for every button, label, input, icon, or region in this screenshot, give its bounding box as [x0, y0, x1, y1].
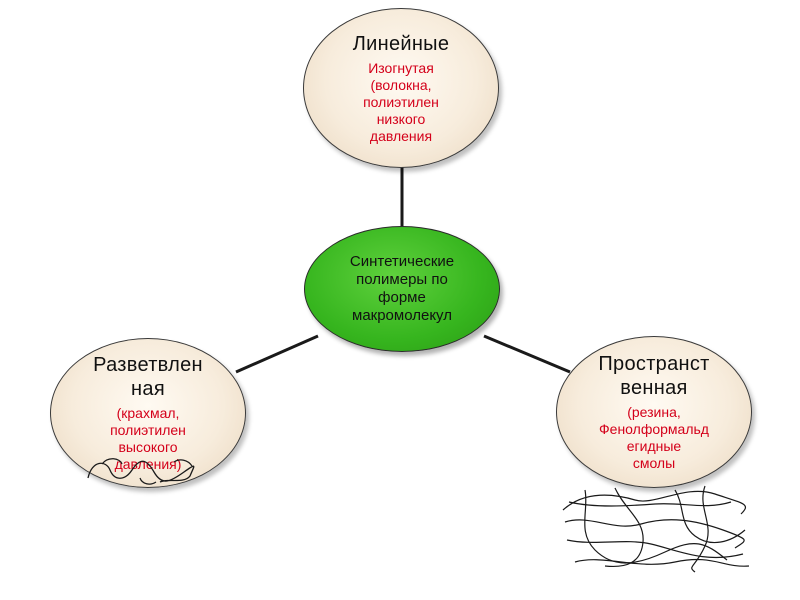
node-spatial-title: Пространст венная — [598, 352, 709, 400]
sub-line: егидные — [626, 438, 682, 454]
node-branched-title: Разветвлен ная — [93, 353, 203, 401]
center-line: макромолекул — [352, 307, 452, 324]
node-spatial-sub: (резина, Фенолформальд егидные смолы — [599, 404, 709, 472]
sub-line: смолы — [632, 455, 676, 471]
sub-line: высокого — [118, 439, 178, 455]
sub-line: Фенолформальд — [599, 421, 709, 437]
node-branched-sub: (крахмал, полиэтилен высокого давления) — [110, 405, 186, 473]
sub-line: полиэтилен — [363, 93, 439, 110]
sub-line: (волокна, — [370, 76, 432, 93]
center-line: полимеры по — [356, 271, 448, 288]
node-center-text: Синтетические полимеры по форме макромол… — [332, 253, 472, 325]
network-polymer-sketch — [562, 485, 750, 573]
center-line: Синтетические — [349, 253, 455, 270]
node-center: Синтетические полимеры по форме макромол… — [304, 226, 500, 352]
connector-left — [235, 334, 319, 374]
title-line: венная — [620, 377, 688, 399]
node-linear: Линейные Изогнутая (волокна, полиэтилен … — [303, 8, 499, 168]
center-line: форме — [378, 289, 426, 306]
sub-line: полиэтилен — [110, 422, 186, 438]
title-line: ная — [131, 378, 165, 400]
sub-line: давления — [369, 127, 433, 144]
sub-line: Изогнутая — [368, 59, 434, 76]
title-line: Пространст — [598, 353, 710, 375]
node-linear-title: Линейные — [353, 32, 450, 56]
node-linear-sub: Изогнутая (волокна, полиэтилен низкого д… — [363, 60, 439, 145]
connector-right — [483, 334, 571, 374]
node-branched: Разветвлен ная (крахмал, полиэтилен высо… — [50, 338, 246, 488]
node-spatial: Пространст венная (резина, Фенолформальд… — [556, 336, 752, 488]
branched-chain-sketch — [87, 458, 195, 485]
sub-line: низкого — [376, 110, 426, 127]
title-line: Разветвлен — [93, 354, 203, 376]
sub-line: (крахмал, — [116, 405, 180, 421]
sub-line: (резина, — [627, 404, 681, 420]
title-line: Линейные — [352, 32, 450, 55]
